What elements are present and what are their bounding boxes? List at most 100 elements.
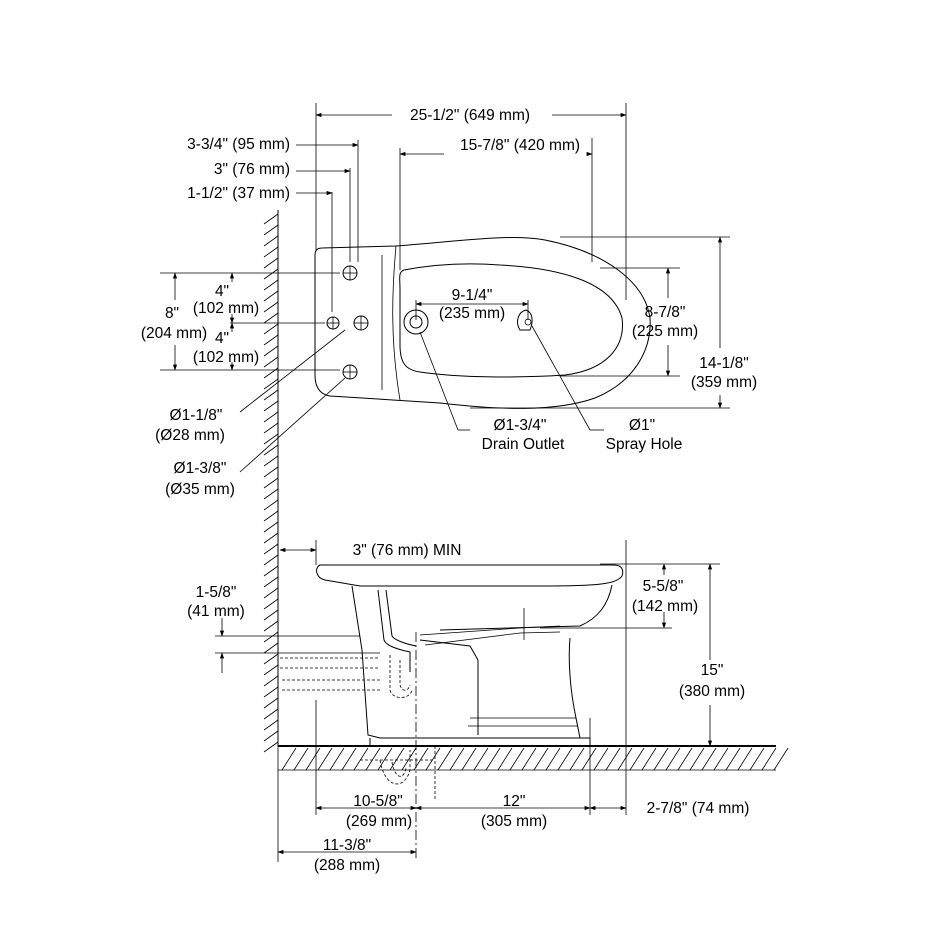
wall-hatch-line xyxy=(263,367,279,379)
drain-pipe xyxy=(280,589,561,800)
wall-hatch-line xyxy=(263,576,279,588)
wall-hatch-line xyxy=(263,510,279,522)
floor-hatch-line xyxy=(701,747,717,771)
floor-hatch-line xyxy=(737,747,753,771)
dim-b-mm-label: (305 mm) xyxy=(481,813,547,830)
side-view: 3" (76 mm) MIN 1-5/8" (41 mm) 5-5/8" (14… xyxy=(187,540,789,874)
wall-hatch-line xyxy=(263,675,279,687)
wall-hatch-line xyxy=(263,642,279,654)
floor-hatch-line xyxy=(629,747,645,771)
lower-4-in-label: 4" xyxy=(215,330,229,347)
wall-hatch-line xyxy=(263,532,279,544)
wall-hatch-line xyxy=(263,422,279,434)
bidet-top-outline xyxy=(314,237,651,409)
upper-4-in-label: 4" xyxy=(215,283,229,300)
dimension-lines-top xyxy=(160,103,730,473)
floor-hatch-line xyxy=(593,747,609,771)
floor-hatch-line xyxy=(581,747,597,771)
floor-hatch-line xyxy=(605,747,621,771)
wall-clearance-label: 3" (76 mm) MIN xyxy=(353,542,462,559)
offset-c-label: 1-1/2" (37 mm) xyxy=(187,185,290,202)
floor-hatch-line xyxy=(389,747,405,771)
wall-hatch-line xyxy=(263,279,279,291)
height-in-label: 15" xyxy=(701,662,724,679)
dimension-lines-side xyxy=(215,540,720,862)
overall-depth-in-label: 14-1/8" xyxy=(699,355,748,372)
drain-outlet-label: Drain Outlet xyxy=(482,436,565,453)
wall-hatch-line xyxy=(263,653,279,665)
dim-c-label: 2-7/8" (74 mm) xyxy=(647,800,750,817)
wall-hatch-line xyxy=(263,433,279,445)
wall-hatch-line xyxy=(263,235,279,247)
wall-hatch-line xyxy=(263,290,279,302)
dim-a-mm-label: (269 mm) xyxy=(346,813,412,830)
floor-hatch-line xyxy=(617,747,633,771)
dim-b-in-label: 12" xyxy=(503,793,526,810)
floor-hatch-line xyxy=(305,747,321,771)
floor-hatch-line xyxy=(449,747,465,771)
overall-depth-mm-label: (359 mm) xyxy=(691,374,757,391)
wall-hatch-line xyxy=(263,620,279,632)
drain-dia-label: Ø1-3/4" xyxy=(494,417,547,434)
wall-top-view xyxy=(263,210,279,753)
floor-hatch-line xyxy=(653,747,669,771)
large-hole-dia-label: Ø1-3/8" xyxy=(174,460,227,477)
floor xyxy=(278,745,789,771)
floor-hatch-line xyxy=(761,747,777,771)
floor-hatch-line xyxy=(425,747,441,771)
drain-spray-mm-label: (235 mm) xyxy=(439,305,505,322)
floor-hatch-line xyxy=(377,747,393,771)
floor-hatch-line xyxy=(773,747,789,771)
dim-d-mm-label: (288 mm) xyxy=(314,857,380,874)
large-hole-mm-label: (Ø35 mm) xyxy=(165,481,235,498)
floor-hatch-line xyxy=(677,747,693,771)
spray-dia-label: Ø1" xyxy=(629,417,655,434)
spray-hole-symbol xyxy=(517,309,533,331)
floor-hatch-line xyxy=(533,747,549,771)
dim-d-in-label: 11-3/8" xyxy=(323,837,371,854)
wall-hatch-line xyxy=(263,455,279,467)
wall-hatch-line xyxy=(263,719,279,731)
wall-hatch-line xyxy=(263,213,279,225)
wall-hatch-line xyxy=(263,389,279,401)
faucet-holes xyxy=(326,265,369,380)
floor-hatch-line xyxy=(461,747,477,771)
small-hole-dia-label: Ø1-1/8" xyxy=(170,407,223,424)
height-mm-label: (380 mm) xyxy=(679,683,745,700)
floor-hatch-line xyxy=(365,747,381,771)
wall-hatch-line xyxy=(263,334,279,346)
floor-hatch-line xyxy=(281,747,297,771)
wall-hatch-line xyxy=(263,312,279,324)
wall-hatch-line xyxy=(263,565,279,577)
wall-hatch-line xyxy=(263,730,279,742)
wall-hatch-line xyxy=(263,345,279,357)
wall-hatch-line xyxy=(263,356,279,368)
wall-hatch-line xyxy=(263,301,279,313)
rim-drop-in-label: 5-5/8" xyxy=(643,578,684,595)
bowl-depth-in-label: 8-7/8" xyxy=(645,304,686,321)
floor-hatch-line xyxy=(641,747,657,771)
wall-hatch-line xyxy=(263,543,279,555)
bowl-width-label: 15-7/8" (420 mm) xyxy=(460,137,580,154)
overall-width-label: 25-1/2" (649 mm) xyxy=(410,107,530,124)
top-view: 25-1/2" (649 mm) 15-7/8" (420 mm) 3-3/4"… xyxy=(141,103,757,753)
total-8-in-label: 8" xyxy=(165,305,179,322)
wall-hatch-line xyxy=(263,466,279,478)
floor-hatch-line xyxy=(713,747,729,771)
offset-b-label: 3" (76 mm) xyxy=(214,161,290,178)
floor-hatch-line xyxy=(521,747,537,771)
floor-hatch-line xyxy=(341,747,357,771)
wall-hatch-line xyxy=(263,411,279,423)
floor-hatch-line xyxy=(473,747,489,771)
wall-hatch-line xyxy=(263,257,279,269)
wall-hatch-line xyxy=(263,598,279,610)
wall-hatch-line xyxy=(263,521,279,533)
offset-a-label: 3-3/4" (95 mm) xyxy=(187,136,290,153)
floor-hatch-line xyxy=(665,747,681,771)
wall-hatch-line xyxy=(263,697,279,709)
floor-hatch-line xyxy=(317,747,333,771)
wall-hatch-line xyxy=(263,224,279,236)
floor-hatch-line xyxy=(749,747,765,771)
wall-hatch-line xyxy=(263,708,279,720)
